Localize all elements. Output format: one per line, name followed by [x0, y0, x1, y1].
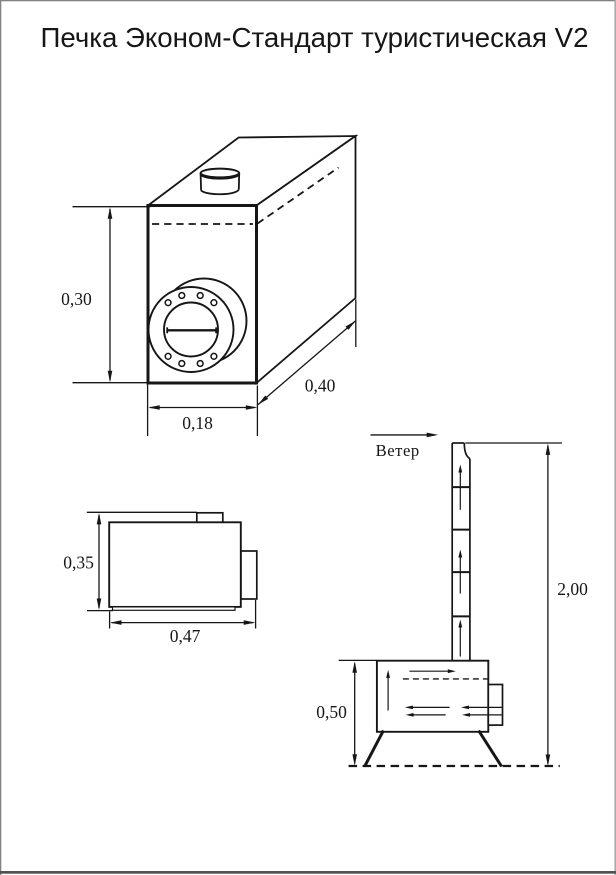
svg-text:Печка Эконом-Стандарт туристич: Печка Эконом-Стандарт туристическая V2 — [41, 22, 589, 53]
svg-text:0,35: 0,35 — [63, 552, 94, 572]
svg-text:0,47: 0,47 — [170, 626, 201, 646]
svg-text:0,40: 0,40 — [305, 376, 336, 396]
svg-text:Ветер: Ветер — [376, 441, 420, 460]
svg-text:0,50: 0,50 — [316, 702, 347, 722]
svg-text:0,18: 0,18 — [182, 413, 213, 433]
svg-text:0,30: 0,30 — [61, 289, 92, 309]
svg-text:2,00: 2,00 — [557, 579, 588, 599]
